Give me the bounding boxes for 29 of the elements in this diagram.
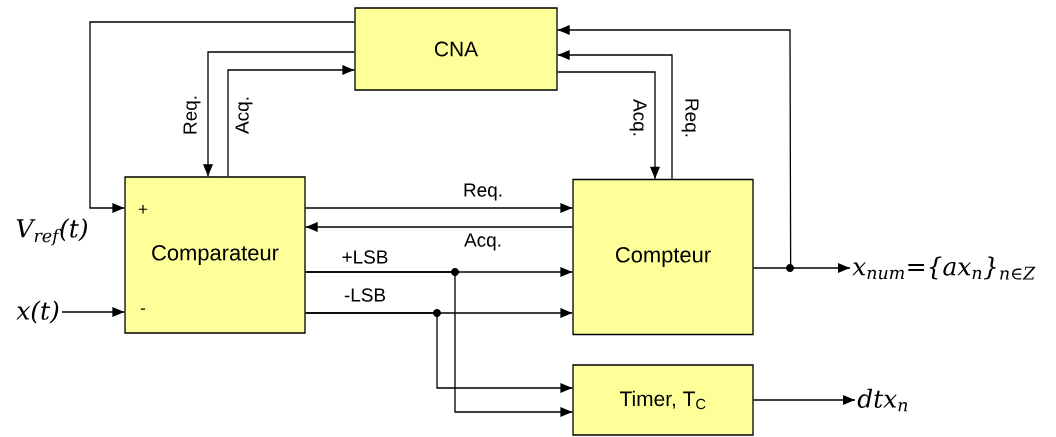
input-sign: - bbox=[140, 308, 146, 310]
arrow bbox=[753, 395, 856, 405]
signal-label: x$_{num}$={ax$_{n}$}$_{n∈Z}$ bbox=[852, 256, 1036, 280]
input-sign: + bbox=[138, 205, 148, 214]
signal-label: x(t) bbox=[16, 300, 59, 324]
signal-label: dtx$_{n}$ bbox=[857, 388, 908, 412]
arrow bbox=[305, 222, 573, 232]
process-box: Timer, T$_{C}$ bbox=[572, 364, 754, 436]
edge-label: Acq. bbox=[464, 233, 501, 251]
edge-label: Acq. bbox=[235, 97, 253, 134]
process-box: CNA bbox=[354, 7, 558, 91]
arrow bbox=[227, 65, 355, 177]
arrow bbox=[753, 263, 851, 273]
process-box: Compteur bbox=[572, 178, 754, 336]
arrow bbox=[305, 309, 573, 393]
arrow bbox=[557, 71, 660, 180]
edge-label: +LSB bbox=[342, 250, 388, 264]
arrow bbox=[305, 203, 573, 213]
signal-label: V$_{ref}$(t) bbox=[16, 218, 87, 246]
edge-label: -LSB bbox=[344, 288, 386, 302]
edge-label: Req. bbox=[183, 96, 201, 134]
edge-label: Req. bbox=[464, 183, 502, 201]
arrow bbox=[557, 50, 673, 180]
arrow bbox=[61, 307, 125, 317]
arrow bbox=[203, 51, 355, 177]
edge-label: Req. bbox=[681, 99, 699, 137]
arrow bbox=[89, 21, 355, 213]
arrow bbox=[305, 268, 573, 417]
edge-label: Acq. bbox=[629, 99, 647, 136]
